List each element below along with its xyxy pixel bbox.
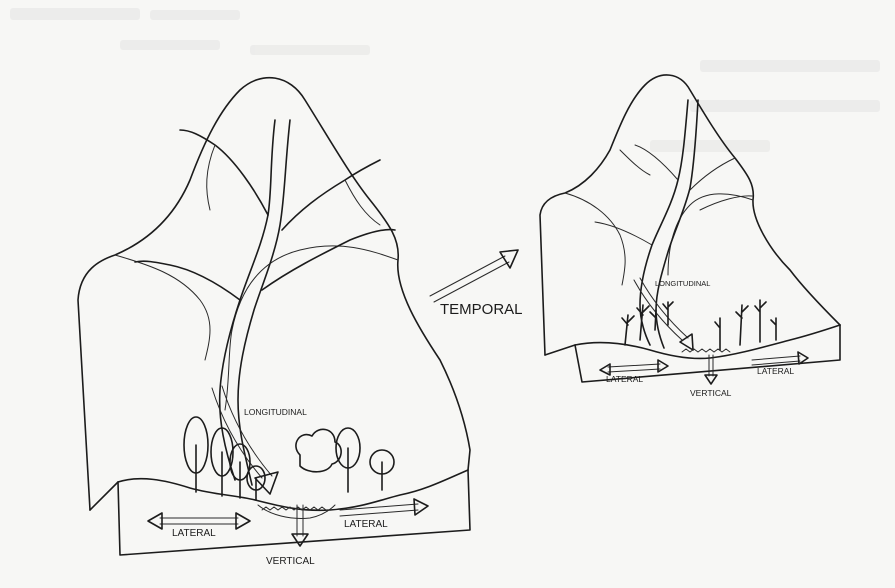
right-mountain-outline (540, 75, 840, 355)
temporal-label: TEMPORAL (440, 301, 523, 318)
left-trees-right (296, 428, 394, 492)
right-label-lateral-right: LATERAL (757, 366, 794, 376)
left-mountain-outline (78, 78, 470, 510)
right-lateral-arrow-left (600, 360, 668, 375)
right-trees (622, 300, 776, 350)
left-label-lateral-left: LATERAL (172, 528, 216, 539)
left-main-channel-bank (238, 120, 290, 485)
left-ridge-1 (115, 255, 210, 360)
right-label-vertical: VERTICAL (690, 388, 732, 398)
temporal-arrow (430, 250, 518, 302)
left-vertical-arrow (292, 505, 308, 546)
right-label-lateral-left: LATERAL (606, 374, 643, 384)
bleed-through-text (10, 8, 880, 152)
left-longitudinal-arrowhead (255, 472, 278, 494)
right-label-longitudinal: LONGITUDINAL (655, 279, 710, 288)
left-tributary-5 (207, 145, 215, 210)
left-watershed-block: LONGITUDINAL LATERAL LATERAL VERTICAL (78, 78, 470, 567)
left-label-vertical: VERTICAL (266, 556, 315, 567)
right-tributary-3 (595, 222, 652, 245)
right-watershed-block: LONGITUDINAL LATERAL LATERAL VERTICAL (540, 75, 840, 398)
left-tributary-6 (345, 180, 380, 225)
right-lateral-arrow-right (752, 352, 808, 365)
left-longitudinal-arrow (212, 386, 272, 478)
right-tributary-2 (690, 158, 752, 210)
left-lateral-arrow-left (148, 513, 250, 529)
right-vertical-arrow (705, 355, 717, 384)
left-block-side (90, 482, 118, 510)
left-tributary-4 (262, 229, 395, 290)
left-trees-left (184, 417, 265, 500)
left-main-channel (220, 120, 275, 480)
left-label-longitudinal: LONGITUDINAL (244, 407, 307, 417)
right-ridge-2 (668, 194, 753, 275)
right-ridge-1 (565, 193, 625, 285)
left-label-lateral-right: LATERAL (344, 519, 388, 530)
